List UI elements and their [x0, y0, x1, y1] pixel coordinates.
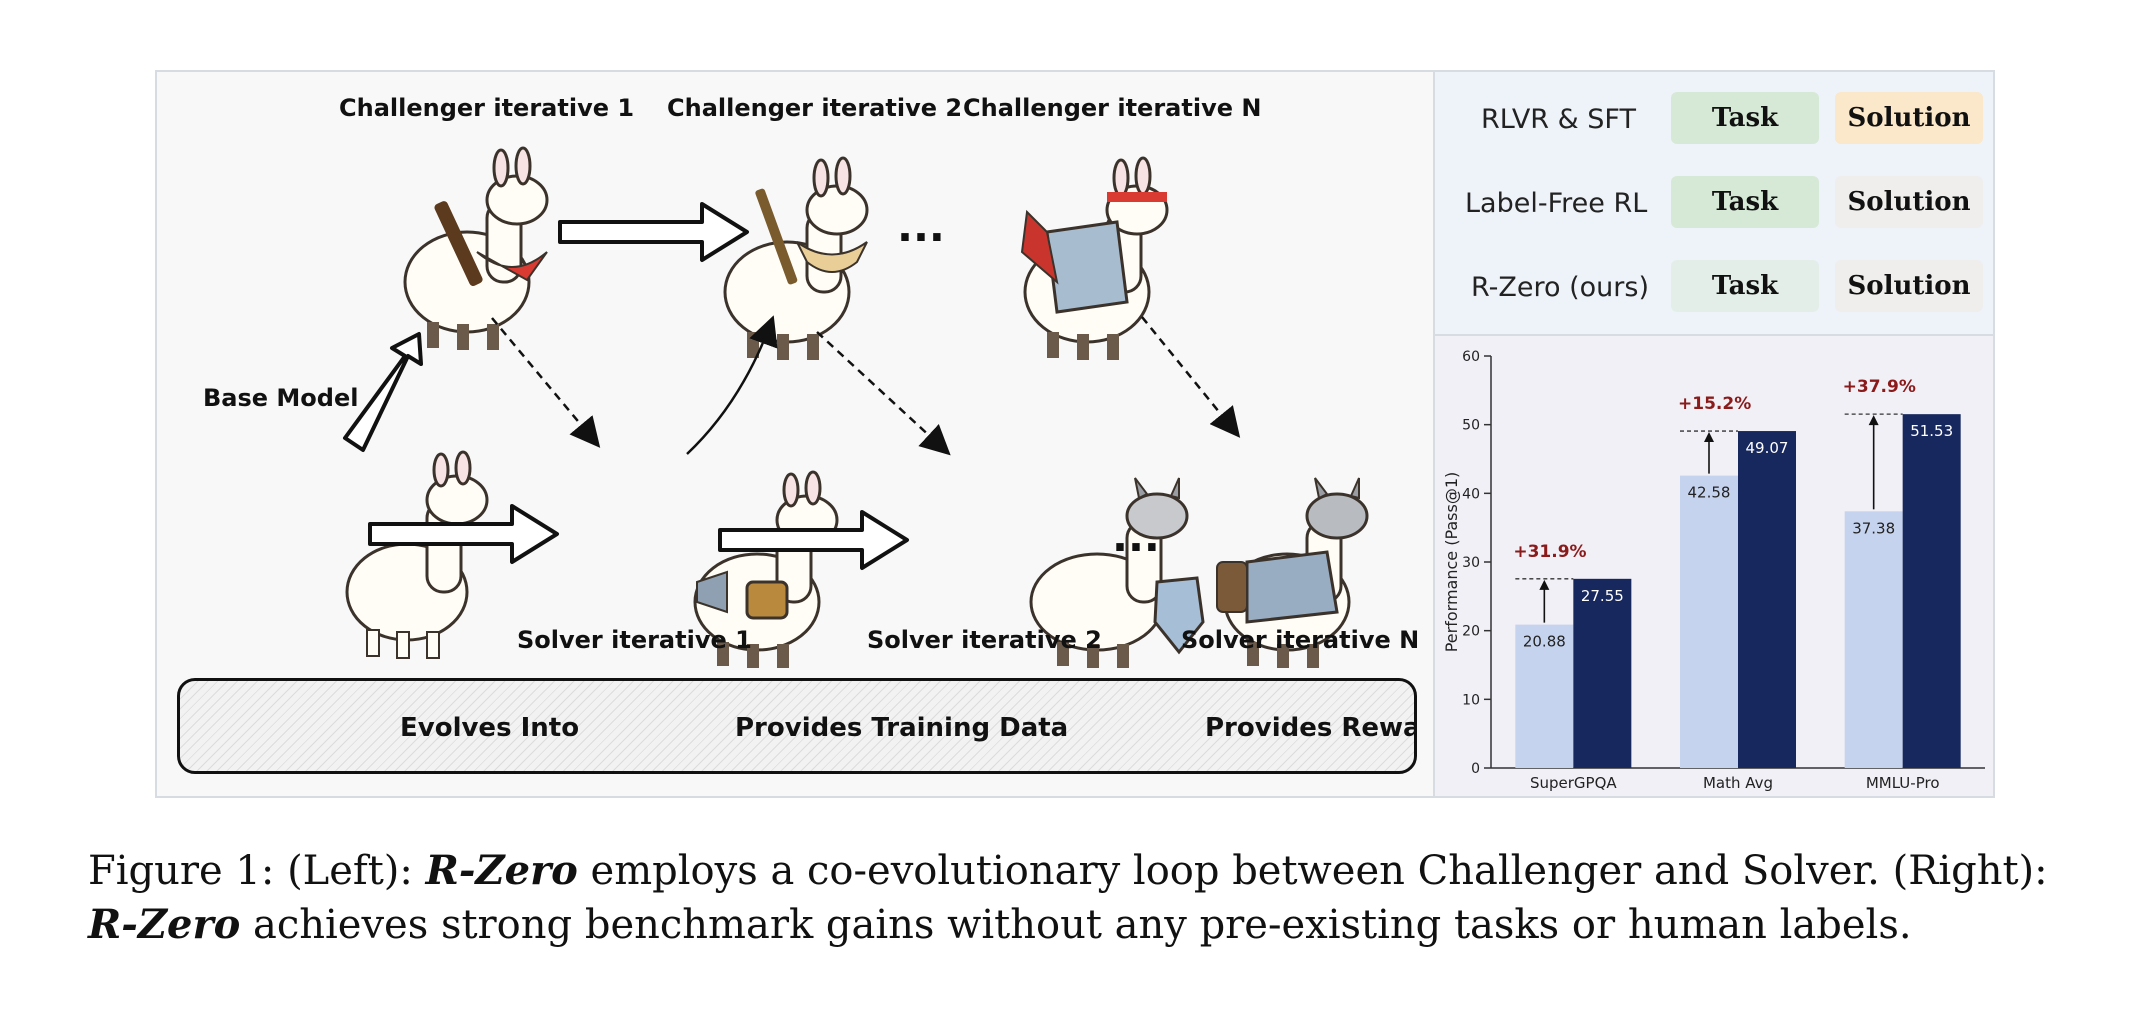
bar-base [1844, 511, 1903, 768]
chip-task: Task [1671, 260, 1819, 312]
bar-r-zero [1902, 414, 1961, 768]
caption-text-2: achieves strong benchmark gains without … [240, 902, 1912, 948]
y-tick-label: 60 [1462, 349, 1480, 365]
alpaca-base-model-icon [345, 450, 489, 659]
label-solver-2: Solver iterative 2 [867, 626, 1102, 654]
bar-value-label: 49.07 [1746, 439, 1789, 457]
chip-solution: Solution [1835, 260, 1983, 312]
chip-solution: Solution [1835, 176, 1983, 228]
y-tick-label: 50 [1462, 418, 1480, 434]
label-solver-n: Solver iterative N [1181, 626, 1420, 654]
bar-base [1515, 624, 1574, 768]
row-label-label-free-rl: Label-Free RL [1465, 188, 1648, 219]
ellipsis-solvers: ... [1112, 512, 1160, 561]
x-tick-label: MMLU-Pro [1866, 774, 1940, 792]
x-tick-label: SuperGPQA [1530, 774, 1617, 792]
label-challenger-n: Challenger iterative N [963, 94, 1262, 122]
co-evolution-diagram: Challenger iterative 1 Challenger iterat… [157, 72, 1433, 796]
alpaca-solver-2-icon [1029, 477, 1205, 668]
chip-solution: Solution [1835, 92, 1983, 144]
gain-label: +15.2% [1678, 394, 1751, 414]
arrow-base-to-s1 [368, 504, 559, 564]
caption-r-zero-1: R-Zero [425, 847, 578, 894]
figure-caption: Figure 1: (Left): R-Zero employs a co-ev… [88, 844, 2068, 952]
gain-label: +31.9% [1513, 542, 1586, 562]
gain-arrow-head [1704, 432, 1714, 443]
chip-task: Task [1671, 176, 1819, 228]
legend: Evolves Into Provides Training Data Prov… [177, 678, 1417, 774]
row-label-rlvr-sft: RLVR & SFT [1481, 104, 1636, 135]
bar-value-label: 51.53 [1910, 422, 1953, 440]
legend-reward-label: Provides Reward [1205, 713, 1414, 743]
bar-r-zero [1573, 578, 1632, 768]
label-challenger-2: Challenger iterative 2 [667, 94, 963, 122]
arrow-c1-to-c2 [558, 202, 749, 262]
x-tick-label: Math Avg [1703, 774, 1773, 792]
gain-arrow-head [1868, 415, 1879, 426]
label-challenger-1: Challenger iterative 1 [339, 94, 635, 122]
label-solver-1: Solver iterative 1 [517, 626, 752, 654]
label-base-model: Base Model [203, 384, 359, 412]
alpaca-challenger-2-icon [723, 156, 869, 360]
alpaca-challenger-1-icon [403, 146, 549, 350]
arrow-s1-to-s2 [718, 510, 909, 570]
arrow-base-to-c1 [343, 332, 423, 452]
caption-text-1: employs a co-evolutionary loop between C… [577, 848, 2048, 894]
y-tick-label: 10 [1462, 692, 1480, 708]
legend-evolves-label: Evolves Into [400, 713, 580, 743]
bar-base [1680, 475, 1738, 768]
diagram-graphics [203, 146, 1369, 762]
y-tick-label: 30 [1462, 555, 1480, 571]
figure-1: Challenger iterative 1 Challenger iterat… [155, 70, 1995, 798]
comparison-table: RLVR & SFT Task Solution Label-Free RL T… [1433, 72, 1993, 334]
training-data-arrows [491, 316, 1241, 456]
alpaca-solver-n-icon [1216, 477, 1369, 668]
y-tick-label: 20 [1462, 624, 1480, 640]
evolves-arrows [343, 202, 909, 570]
chip-task: Task [1671, 92, 1819, 144]
caption-fig-label: Figure 1: (Left): [88, 848, 426, 894]
bar-value-label: 20.88 [1523, 633, 1566, 651]
y-tick-label: 40 [1462, 486, 1480, 502]
reward-arrows [686, 315, 778, 455]
bar-value-label: 37.38 [1852, 519, 1895, 537]
y-axis-label: Performance (Pass@1) [1442, 472, 1461, 653]
legend-training-data-label: Provides Training Data [735, 713, 1069, 743]
bar-r-zero [1738, 431, 1796, 768]
caption-r-zero-2: R-Zero [88, 901, 241, 948]
gain-arrow-head [1539, 579, 1550, 590]
bar-value-label: 42.58 [1688, 484, 1731, 502]
row-label-r-zero: R-Zero (ours) [1471, 272, 1649, 303]
y-tick-label: 0 [1471, 761, 1480, 777]
alpaca-challenger-n-icon [1020, 156, 1169, 360]
bar-value-label: 27.55 [1581, 587, 1624, 605]
gain-label: +37.9% [1843, 377, 1916, 397]
ellipsis-challengers: ... [897, 202, 945, 251]
